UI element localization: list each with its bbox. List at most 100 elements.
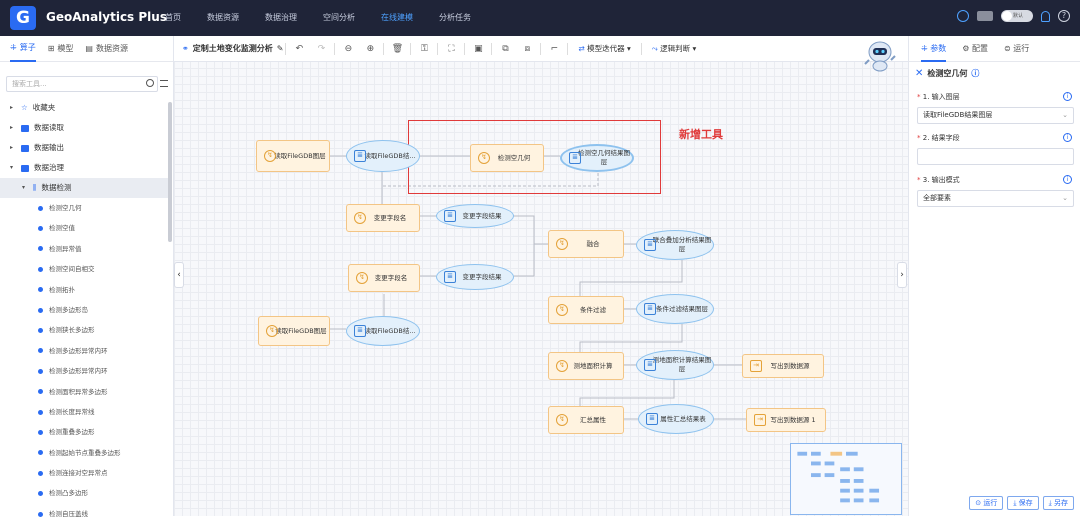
- search-icon[interactable]: [146, 79, 154, 87]
- user-icon[interactable]: [957, 10, 969, 22]
- node-summarize-attributes[interactable]: ↯汇总属性: [548, 406, 624, 434]
- node-read-filegdb-2[interactable]: ↯读取FileGDB图层: [258, 316, 330, 346]
- tool-search-input[interactable]: 搜索工具...: [6, 76, 158, 92]
- info-icon[interactable]: i: [1063, 92, 1072, 101]
- model-canvas[interactable]: ⚭定制土地变化监测分析✎ ↶ ↷ ⊖ ⊕ 🗑 ⚿ ⛶ ▣ ⧉ ⧈ ⌐ ⇄ 模型迭…: [174, 36, 908, 516]
- nav-data-governance[interactable]: 数据治理: [265, 13, 297, 22]
- theme-toggle[interactable]: 默认: [1001, 10, 1033, 22]
- bell-icon[interactable]: [1041, 10, 1050, 22]
- node-condition-filter[interactable]: ↯条件过滤: [548, 296, 624, 324]
- list-item[interactable]: 检测空几何: [0, 198, 168, 218]
- info-icon[interactable]: i: [1063, 175, 1072, 184]
- info-icon[interactable]: i: [1063, 133, 1072, 142]
- list-item[interactable]: 检测多边形异常内环: [0, 341, 168, 361]
- node-write-datasource[interactable]: ⇥写出到数据源: [742, 354, 824, 378]
- list-item[interactable]: 检测凸多边形: [0, 483, 168, 503]
- tree-data-output[interactable]: ▸数据输出: [0, 138, 168, 158]
- result-field-input[interactable]: [917, 148, 1074, 165]
- node-read-filegdb-2-result[interactable]: ≣读取FileGDB结...: [346, 316, 420, 346]
- align-icon[interactable]: ⧈: [524, 43, 531, 54]
- zoom-in-icon[interactable]: ⊕: [366, 43, 375, 54]
- node-read-filegdb-1[interactable]: ↯读取FileGDB图层: [256, 140, 330, 172]
- node-check-empty-geometry[interactable]: ↯检测空几何: [470, 144, 544, 172]
- list-item[interactable]: 检测自压盖线: [0, 504, 168, 524]
- node-rename-field-2-result[interactable]: ≣变更字段结果: [436, 264, 514, 290]
- tab-parameters[interactable]: ⁜ 参数: [921, 36, 947, 62]
- node-label: 融合: [586, 239, 600, 248]
- layout-icon[interactable]: ⧉: [502, 43, 509, 54]
- connector-icon[interactable]: ⌐: [550, 43, 559, 54]
- node-union[interactable]: ↯融合: [548, 230, 624, 258]
- robot-assistant-icon[interactable]: [864, 38, 896, 72]
- tab-operators[interactable]: ⁜算子: [10, 36, 36, 62]
- tree-data-read[interactable]: ▸数据读取: [0, 118, 168, 138]
- screen-icon[interactable]: [977, 11, 993, 21]
- model-iterator-dropdown[interactable]: ⇄ 模型迭代器 ▾: [570, 43, 638, 54]
- list-item[interactable]: 检测空间自相交: [0, 259, 168, 279]
- nav-spatial-analysis[interactable]: 空间分析: [323, 13, 355, 22]
- tab-data-resources[interactable]: ▤数据资源: [85, 36, 128, 62]
- collapse-right-panel-button[interactable]: ›: [897, 262, 907, 288]
- list-item[interactable]: 检测狭长多边形: [0, 320, 168, 340]
- nav-home[interactable]: 首页: [165, 13, 181, 22]
- params-icon: ⁜: [921, 43, 928, 53]
- tool-label: 检测空几何: [49, 204, 82, 212]
- logic-dropdown[interactable]: ⤳ 逻辑判断 ▾: [644, 43, 705, 54]
- list-item[interactable]: 检测多边形岛: [0, 300, 168, 320]
- tree-data-governance[interactable]: ▾数据治理: [0, 158, 168, 178]
- list-item[interactable]: 检测多边形异常内环: [0, 361, 168, 381]
- node-rename-field-1[interactable]: ↯变更字段名: [346, 204, 420, 232]
- tab-run[interactable]: ⊜ 运行: [1004, 36, 1029, 62]
- input-layer-select[interactable]: 读取FileGDB结果图层⌄: [917, 107, 1074, 124]
- delete-icon[interactable]: 🗑: [391, 43, 404, 54]
- list-menu-icon[interactable]: [160, 80, 168, 87]
- tab-config[interactable]: ⚙ 配置: [962, 36, 988, 62]
- tool-label: 检测多边形异常内环: [49, 346, 108, 355]
- node-rename-field-2[interactable]: ↯变更字段名: [348, 264, 420, 292]
- divider: [285, 42, 287, 55]
- zoom-out-icon[interactable]: ⊖: [344, 43, 353, 54]
- node-geodesic-area[interactable]: ↯测地面积计算: [548, 352, 624, 380]
- fit-view-icon[interactable]: ⛶: [448, 43, 455, 54]
- node-check-empty-geometry-result[interactable]: ≣检测空几何结果图层: [560, 144, 634, 172]
- app-logo[interactable]: G: [10, 6, 36, 30]
- image-icon[interactable]: ▣: [474, 43, 483, 54]
- list-item[interactable]: 检测长度异常线: [0, 402, 168, 422]
- tree-data-check[interactable]: ▾⫼数据检测: [0, 178, 168, 198]
- divider: [464, 42, 466, 55]
- node-summarize-attributes-result[interactable]: ≣属性汇总结果表: [638, 404, 714, 434]
- left-tabs: ⁜算子 ⊞模型 ▤数据资源: [0, 36, 173, 62]
- tree-favorites[interactable]: ▸☆收藏夹: [0, 98, 168, 118]
- stamp-icon[interactable]: ⚿: [420, 43, 428, 54]
- node-write-datasource-1[interactable]: ⇥写出到数据源 1: [746, 408, 826, 432]
- list-item[interactable]: 检测异常值: [0, 239, 168, 259]
- list-item[interactable]: 检测起始节点重叠多边形: [0, 443, 168, 463]
- node-read-filegdb-1-result[interactable]: ≣读取FileGDB结...: [346, 140, 420, 172]
- left-scrollbar[interactable]: [168, 102, 172, 242]
- list-item[interactable]: 检测重叠多边形: [0, 422, 168, 442]
- help-icon[interactable]: ?: [1058, 10, 1070, 22]
- info-icon[interactable]: ⓘ: [971, 69, 980, 78]
- list-item[interactable]: 检测拓扑: [0, 280, 168, 300]
- output-mode-select[interactable]: 全部要素⌄: [917, 190, 1074, 207]
- node-condition-filter-result[interactable]: ≣条件过滤结果图层: [636, 294, 714, 324]
- node-label: 写出到数据源: [770, 361, 810, 370]
- edit-icon[interactable]: ✎: [276, 44, 284, 53]
- save-as-button[interactable]: ⤓ 另存: [1042, 496, 1074, 510]
- list-item[interactable]: 检测空值: [0, 218, 168, 238]
- tab-models[interactable]: ⊞模型: [48, 36, 74, 62]
- list-item[interactable]: 检测连接对空异常点: [0, 463, 168, 483]
- redo-icon[interactable]: ↷: [317, 43, 326, 54]
- run-button[interactable]: ⊙ 运行: [969, 496, 1004, 510]
- nav-online-modeling[interactable]: 在线建模: [381, 13, 413, 22]
- canvas-minimap[interactable]: [790, 443, 902, 515]
- list-item[interactable]: 检测面积异常多边形: [0, 382, 168, 402]
- node-rename-field-1-result[interactable]: ≣变更字段结果: [436, 204, 514, 228]
- undo-icon[interactable]: ↶: [295, 43, 304, 54]
- nav-data-resources[interactable]: 数据资源: [207, 13, 239, 22]
- node-geodesic-area-result[interactable]: ≣测地面积计算结果图层: [636, 350, 714, 380]
- node-union-result[interactable]: ≣联合叠加分析结果图层: [636, 230, 714, 260]
- save-button[interactable]: ⤓ 保存: [1007, 496, 1039, 510]
- collapse-left-panel-button[interactable]: ‹: [174, 262, 184, 288]
- nav-analysis-tasks[interactable]: 分析任务: [439, 13, 471, 22]
